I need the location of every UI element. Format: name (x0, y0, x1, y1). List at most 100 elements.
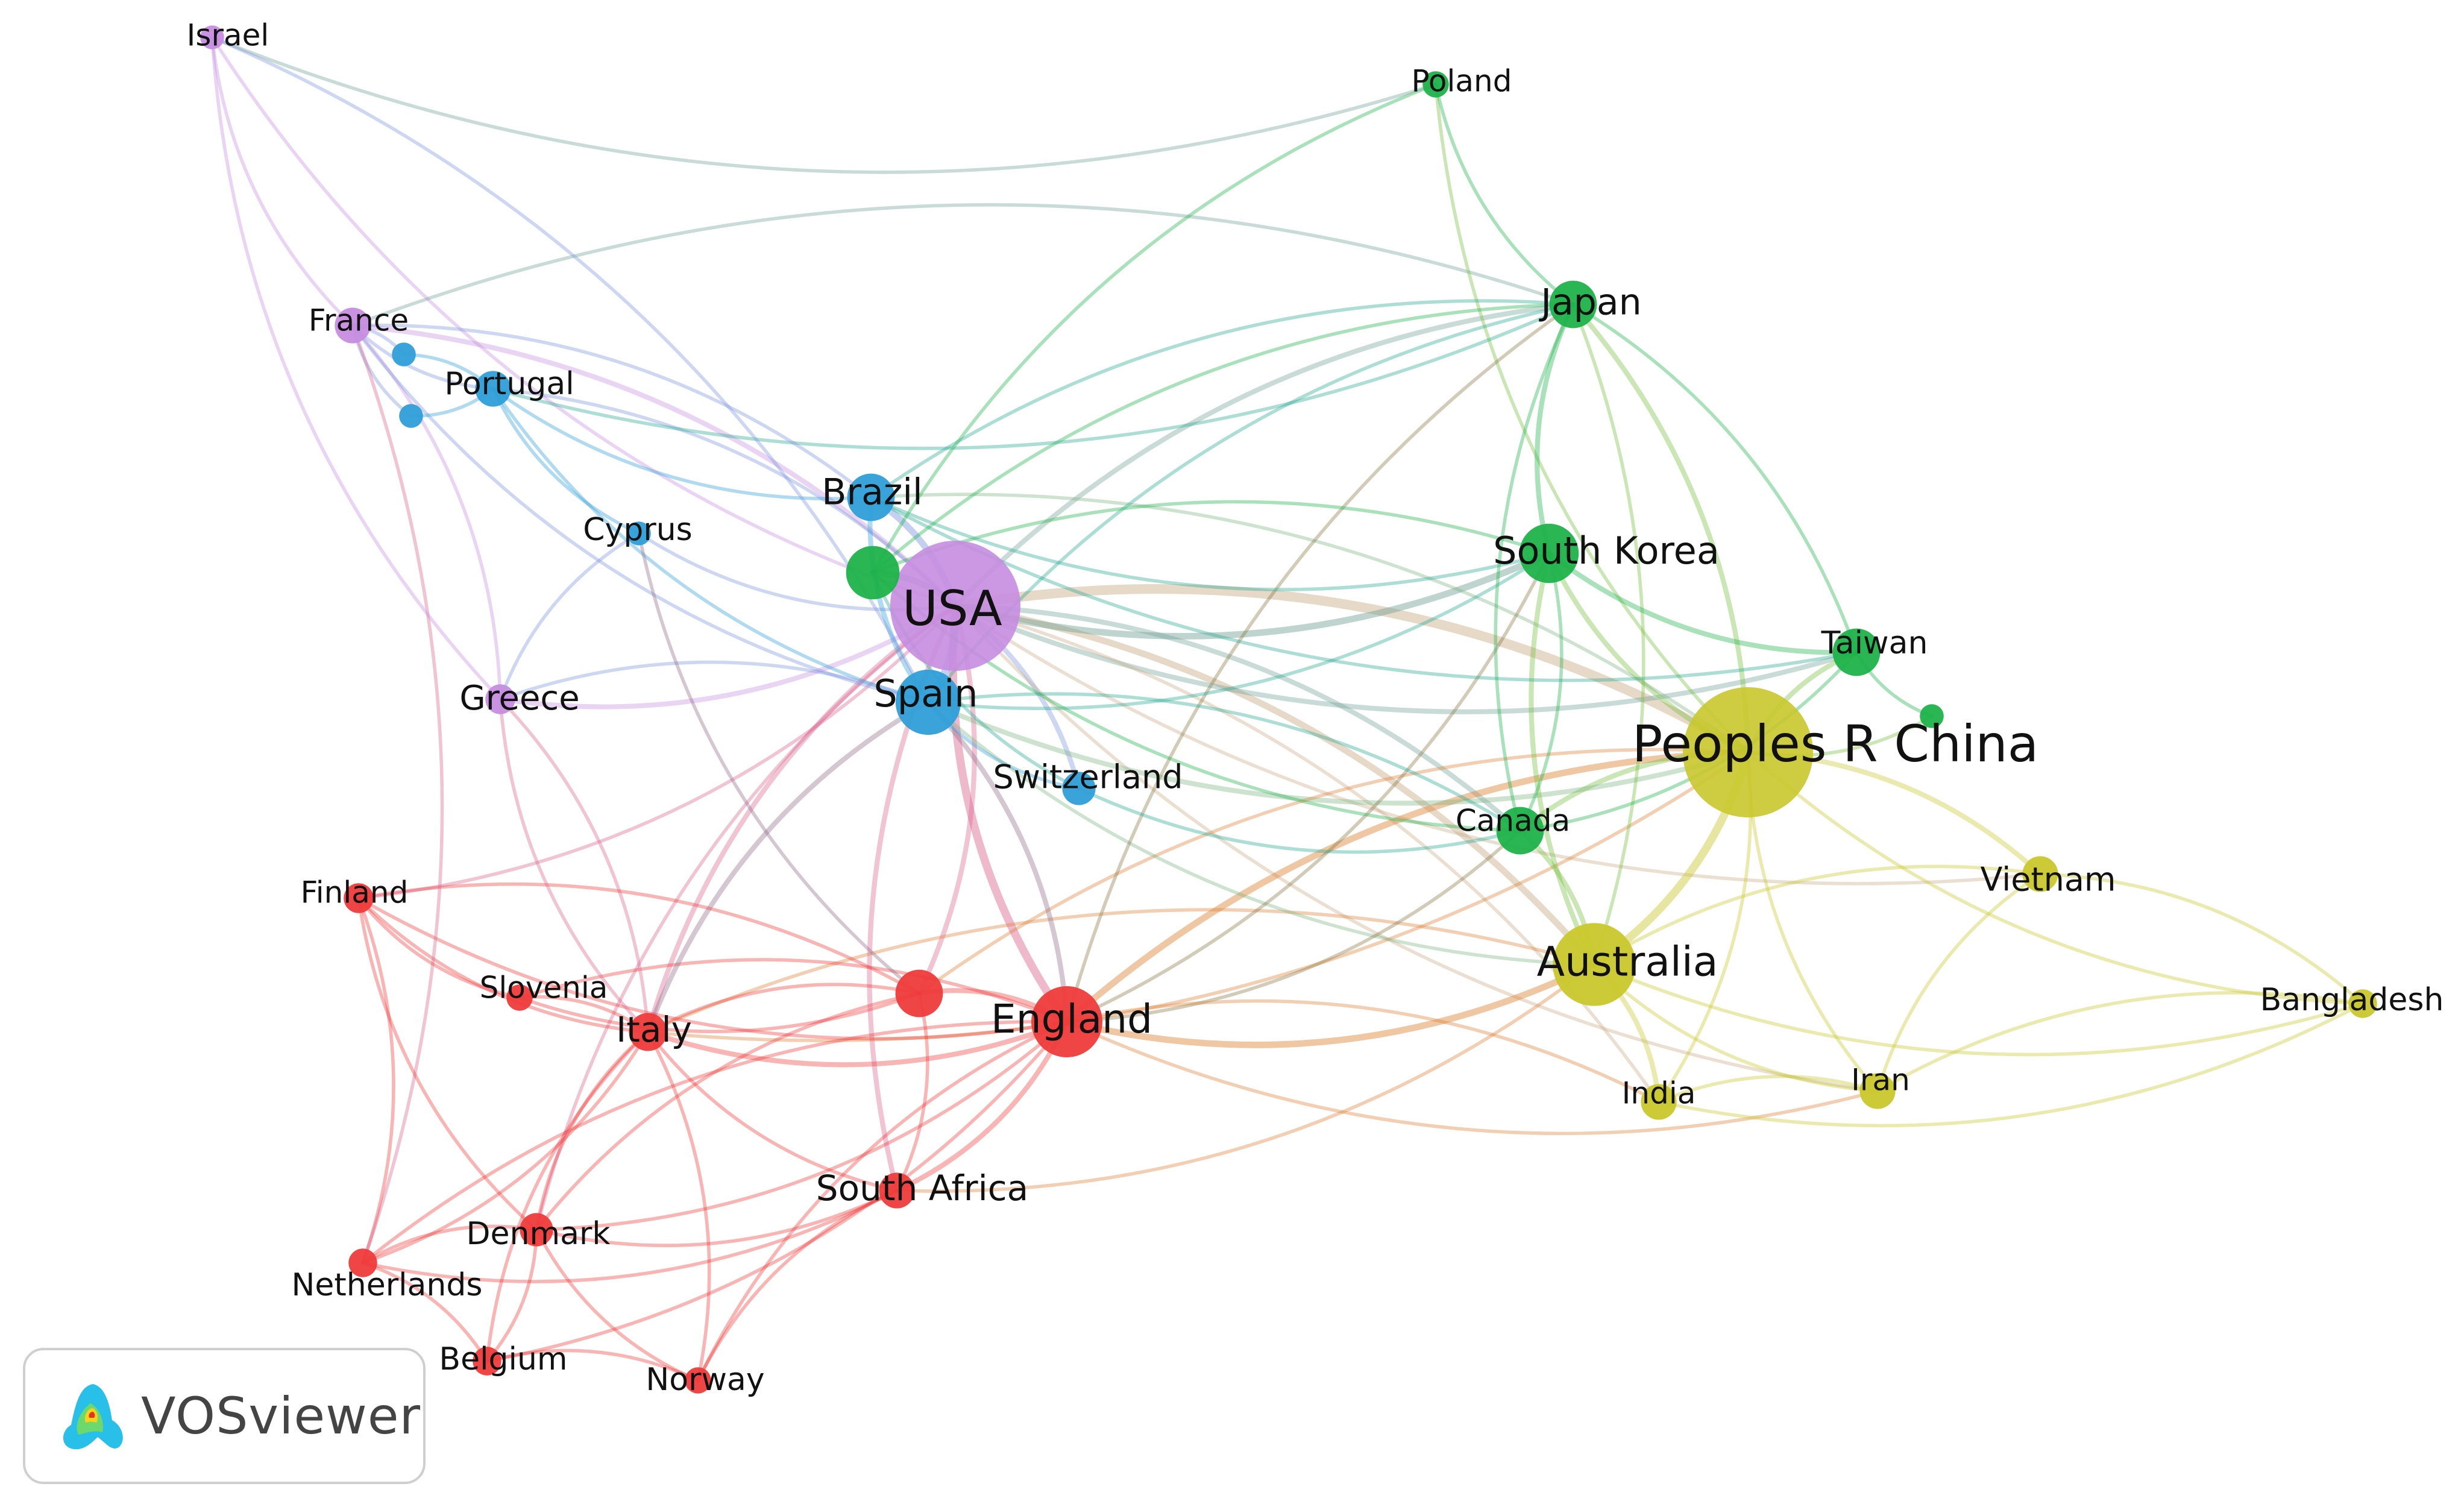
node-canada[interactable] (1496, 807, 1544, 855)
edge-italy-belgium (485, 1030, 650, 1363)
node-n_green_usa[interactable] (846, 546, 900, 600)
label-taiwan: Taiwan (1821, 625, 1928, 661)
edge-italy-denmark (535, 1030, 650, 1232)
node-n_green_taiwan[interactable] (1920, 704, 1944, 728)
edge-italy-southafrica (646, 1030, 899, 1192)
edge-australia-southafrica (895, 963, 1596, 1193)
label-italy: Italy (616, 1009, 692, 1050)
node-australia[interactable] (1553, 923, 1636, 1006)
edge-spain-greece (498, 660, 930, 704)
node-brazil[interactable] (847, 473, 895, 521)
node-china[interactable] (1683, 687, 1813, 817)
label-bangladesh: Bangladesh (2260, 982, 2444, 1018)
label-netherlands: Netherlands (292, 1267, 483, 1303)
edge-southkorea-n_green_usa (871, 500, 1551, 574)
node-israel[interactable] (200, 25, 224, 49)
edge-italy-greece (498, 697, 650, 1034)
edge-australia-italy (646, 908, 1596, 1034)
edge-usa-italy (645, 603, 958, 1035)
node-portugal[interactable] (475, 371, 511, 407)
label-france: France (309, 303, 409, 338)
edge-england-japan (1065, 303, 1575, 1024)
node-denmark[interactable] (520, 1213, 553, 1247)
edge-italy-finland (357, 896, 650, 1034)
edge-england-slovenia (518, 958, 1069, 1024)
edge-china-italy (646, 750, 1750, 1042)
node-belgium[interactable] (473, 1347, 501, 1376)
edge-denmark-belgium (485, 1228, 538, 1363)
edge-england-canada (1065, 829, 1522, 1024)
node-bangladesh[interactable] (2348, 989, 2377, 1018)
node-southkorea[interactable] (1519, 523, 1579, 584)
edge-portugal-cyprus (491, 387, 641, 535)
node-iran[interactable] (1859, 1073, 1896, 1109)
edge-england-belgium (485, 1020, 1069, 1363)
edge-england-finland (357, 896, 1069, 1040)
edge-usa-finland (357, 604, 957, 900)
edge-usa-australia (952, 602, 1598, 968)
edge-japan-taiwan (1571, 303, 1858, 654)
label-usa: USA (902, 580, 1002, 637)
node-taiwan[interactable] (1832, 628, 1881, 676)
node-vietnam[interactable] (2022, 856, 2058, 892)
node-france[interactable] (335, 307, 371, 344)
node-india[interactable] (1641, 1084, 1677, 1120)
node-cyprus[interactable] (627, 521, 651, 546)
label-norway: Norway (646, 1362, 764, 1398)
edge-poland-n_green_usa (871, 83, 1438, 574)
edge-n_red_center-denmark (535, 992, 921, 1232)
edge-australia-vietnam (1592, 864, 2042, 966)
edge-australia-bangladesh (1592, 963, 2365, 1057)
edge-england-norway (696, 1020, 1069, 1382)
node-finland[interactable] (344, 883, 374, 913)
node-n_red_center[interactable] (895, 969, 943, 1018)
edge-vietnam-bangladesh (2038, 872, 2365, 1005)
node-japan[interactable] (1549, 280, 1597, 329)
edge-southafrica-norway (696, 1189, 899, 1382)
edge-england-southkorea (1065, 552, 1551, 1024)
label-southafrica: South Africa (816, 1168, 1028, 1209)
edge-india-iran (1657, 1074, 1879, 1104)
edge-australia-japan (1571, 303, 1645, 966)
label-japan: Japan (1538, 282, 1641, 324)
node-n_blue_fr2[interactable] (399, 404, 423, 428)
edge-usa-southkorea (952, 550, 1553, 640)
label-poland: Poland (1412, 64, 1512, 99)
node-slovenia[interactable] (506, 984, 533, 1011)
node-england[interactable] (1031, 986, 1102, 1057)
edge-japan-france (351, 203, 1575, 327)
node-italy[interactable] (629, 1013, 667, 1051)
label-belgium: Belgium (439, 1341, 567, 1377)
label-india: India (1622, 1076, 1696, 1111)
edge-n_red_center-slovenia (518, 992, 921, 1034)
edge-usa-iran (954, 604, 1879, 1093)
edge-israel-greece (210, 36, 502, 701)
node-southafrica[interactable] (879, 1172, 915, 1209)
node-greece[interactable] (485, 684, 515, 714)
edge-spain-portugal (491, 387, 930, 704)
node-spain[interactable] (895, 669, 961, 735)
edge-switzerland-canada (1077, 787, 1522, 854)
edge-china-bangladesh (1746, 750, 2365, 1005)
node-poland[interactable] (1422, 71, 1449, 98)
label-canada: Canada (1456, 804, 1570, 838)
node-norway[interactable] (685, 1367, 711, 1394)
edge-australia-england (1063, 961, 1598, 1048)
edge-usa-france (350, 322, 958, 609)
edge-china-england (1063, 749, 1752, 1025)
edge-australia-spain (926, 700, 1596, 966)
node-usa[interactable] (890, 541, 1020, 671)
edge-brazil-taiwan (869, 496, 1858, 682)
label-vietnam: Vietnam (1980, 861, 2116, 899)
edge-france-netherlands (351, 324, 444, 1265)
edge-china-japan (1570, 301, 1751, 755)
edge-denmark-netherlands (361, 1224, 538, 1265)
edge-spain-canada (926, 692, 1522, 832)
node-n_blue_fr1[interactable] (392, 342, 416, 367)
edge-usa-vietnam (954, 604, 2042, 886)
node-switzerland[interactable] (1062, 772, 1096, 805)
node-netherlands[interactable] (348, 1248, 377, 1277)
label-china: Peoples R China (1632, 714, 2039, 773)
label-iran: Iran (1851, 1063, 1910, 1098)
